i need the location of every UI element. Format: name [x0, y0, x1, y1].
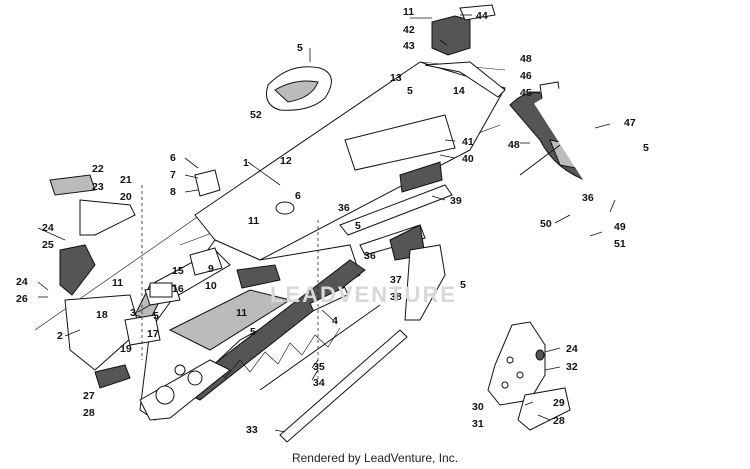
callout-25: 25	[42, 239, 54, 251]
callout-31: 31	[472, 418, 484, 430]
callout-21: 21	[120, 174, 132, 186]
callout-19: 19	[120, 343, 132, 355]
callout-28a: 28	[83, 407, 95, 419]
callout-5a: 5	[297, 42, 303, 54]
watermark: LEADVENTURE	[270, 282, 458, 307]
callout-2: 2	[57, 330, 63, 342]
callout-labels: 1 2 3 4 5 5 5 5 5 5 5 6 6 7 8 9 10 11 11…	[16, 6, 649, 436]
callout-16: 16	[172, 283, 184, 295]
callout-24a: 24	[42, 222, 54, 234]
callout-18: 18	[96, 309, 108, 321]
callout-22: 22	[92, 163, 104, 175]
callout-1: 1	[243, 157, 249, 169]
callout-8: 8	[170, 186, 176, 198]
callout-36c: 36	[582, 192, 594, 204]
seat	[266, 66, 332, 111]
leader-lines	[37, 14, 616, 433]
callout-38: 38	[390, 291, 402, 303]
callout-23: 23	[92, 181, 104, 193]
callout-20: 20	[120, 191, 132, 203]
callout-14: 14	[453, 85, 465, 97]
callout-10: 10	[205, 280, 217, 292]
callout-5g: 5	[643, 142, 649, 154]
callout-12: 12	[280, 155, 292, 167]
callout-4: 4	[332, 315, 338, 327]
callout-24b: 24	[16, 276, 28, 288]
footer-credit: Rendered by LeadVenture, Inc.	[291, 451, 459, 465]
callout-28b: 28	[553, 415, 565, 427]
running-board	[487, 321, 571, 431]
callout-32: 32	[566, 361, 578, 373]
callout-24c: 24	[566, 343, 578, 355]
callout-5e: 5	[250, 326, 256, 338]
callout-51: 51	[614, 238, 626, 250]
callout-50: 50	[540, 218, 552, 230]
callout-35: 35	[313, 361, 325, 373]
callout-6a: 6	[170, 152, 176, 164]
callout-3: 3	[130, 307, 136, 319]
callout-5c: 5	[355, 220, 361, 232]
callout-48a: 48	[520, 53, 532, 65]
callout-13: 13	[390, 72, 402, 84]
callout-5b: 5	[407, 85, 413, 97]
top-brackets	[424, 4, 506, 98]
callout-33: 33	[246, 424, 258, 436]
callout-11b: 11	[248, 215, 259, 227]
callout-11c: 11	[112, 277, 123, 289]
center-hardware	[141, 169, 381, 391]
callout-49: 49	[614, 221, 626, 233]
callout-39: 39	[450, 195, 462, 207]
callout-48b: 48	[508, 139, 520, 151]
callout-36b: 36	[364, 250, 376, 262]
callout-26: 26	[16, 293, 28, 305]
callout-46: 46	[520, 70, 532, 82]
callout-15: 15	[172, 265, 184, 277]
callout-37: 37	[390, 274, 402, 286]
callout-47: 47	[624, 117, 636, 129]
callout-29: 29	[553, 397, 565, 409]
callout-11a: 11	[403, 6, 414, 18]
front-bumper-parts	[49, 174, 181, 389]
callout-45: 45	[520, 87, 532, 99]
callout-11d: 11	[236, 307, 247, 319]
callout-27: 27	[83, 390, 95, 402]
rear-rails	[279, 184, 453, 443]
callout-36a: 36	[338, 202, 350, 214]
callout-52: 52	[250, 109, 262, 121]
callout-34: 34	[313, 377, 325, 389]
callout-43: 43	[403, 40, 415, 52]
rear-bumper	[534, 37, 732, 234]
callout-40: 40	[462, 153, 474, 165]
callout-42: 42	[403, 24, 415, 36]
callout-5d: 5	[153, 310, 159, 322]
callout-5f: 5	[460, 279, 466, 291]
callout-7: 7	[170, 169, 176, 181]
callout-9: 9	[208, 263, 214, 275]
callout-6b: 6	[295, 190, 301, 202]
callout-41: 41	[462, 136, 474, 148]
callout-17: 17	[147, 328, 159, 340]
tunnel-assembly	[34, 61, 506, 421]
callout-44: 44	[476, 10, 488, 22]
callout-30: 30	[472, 401, 484, 413]
